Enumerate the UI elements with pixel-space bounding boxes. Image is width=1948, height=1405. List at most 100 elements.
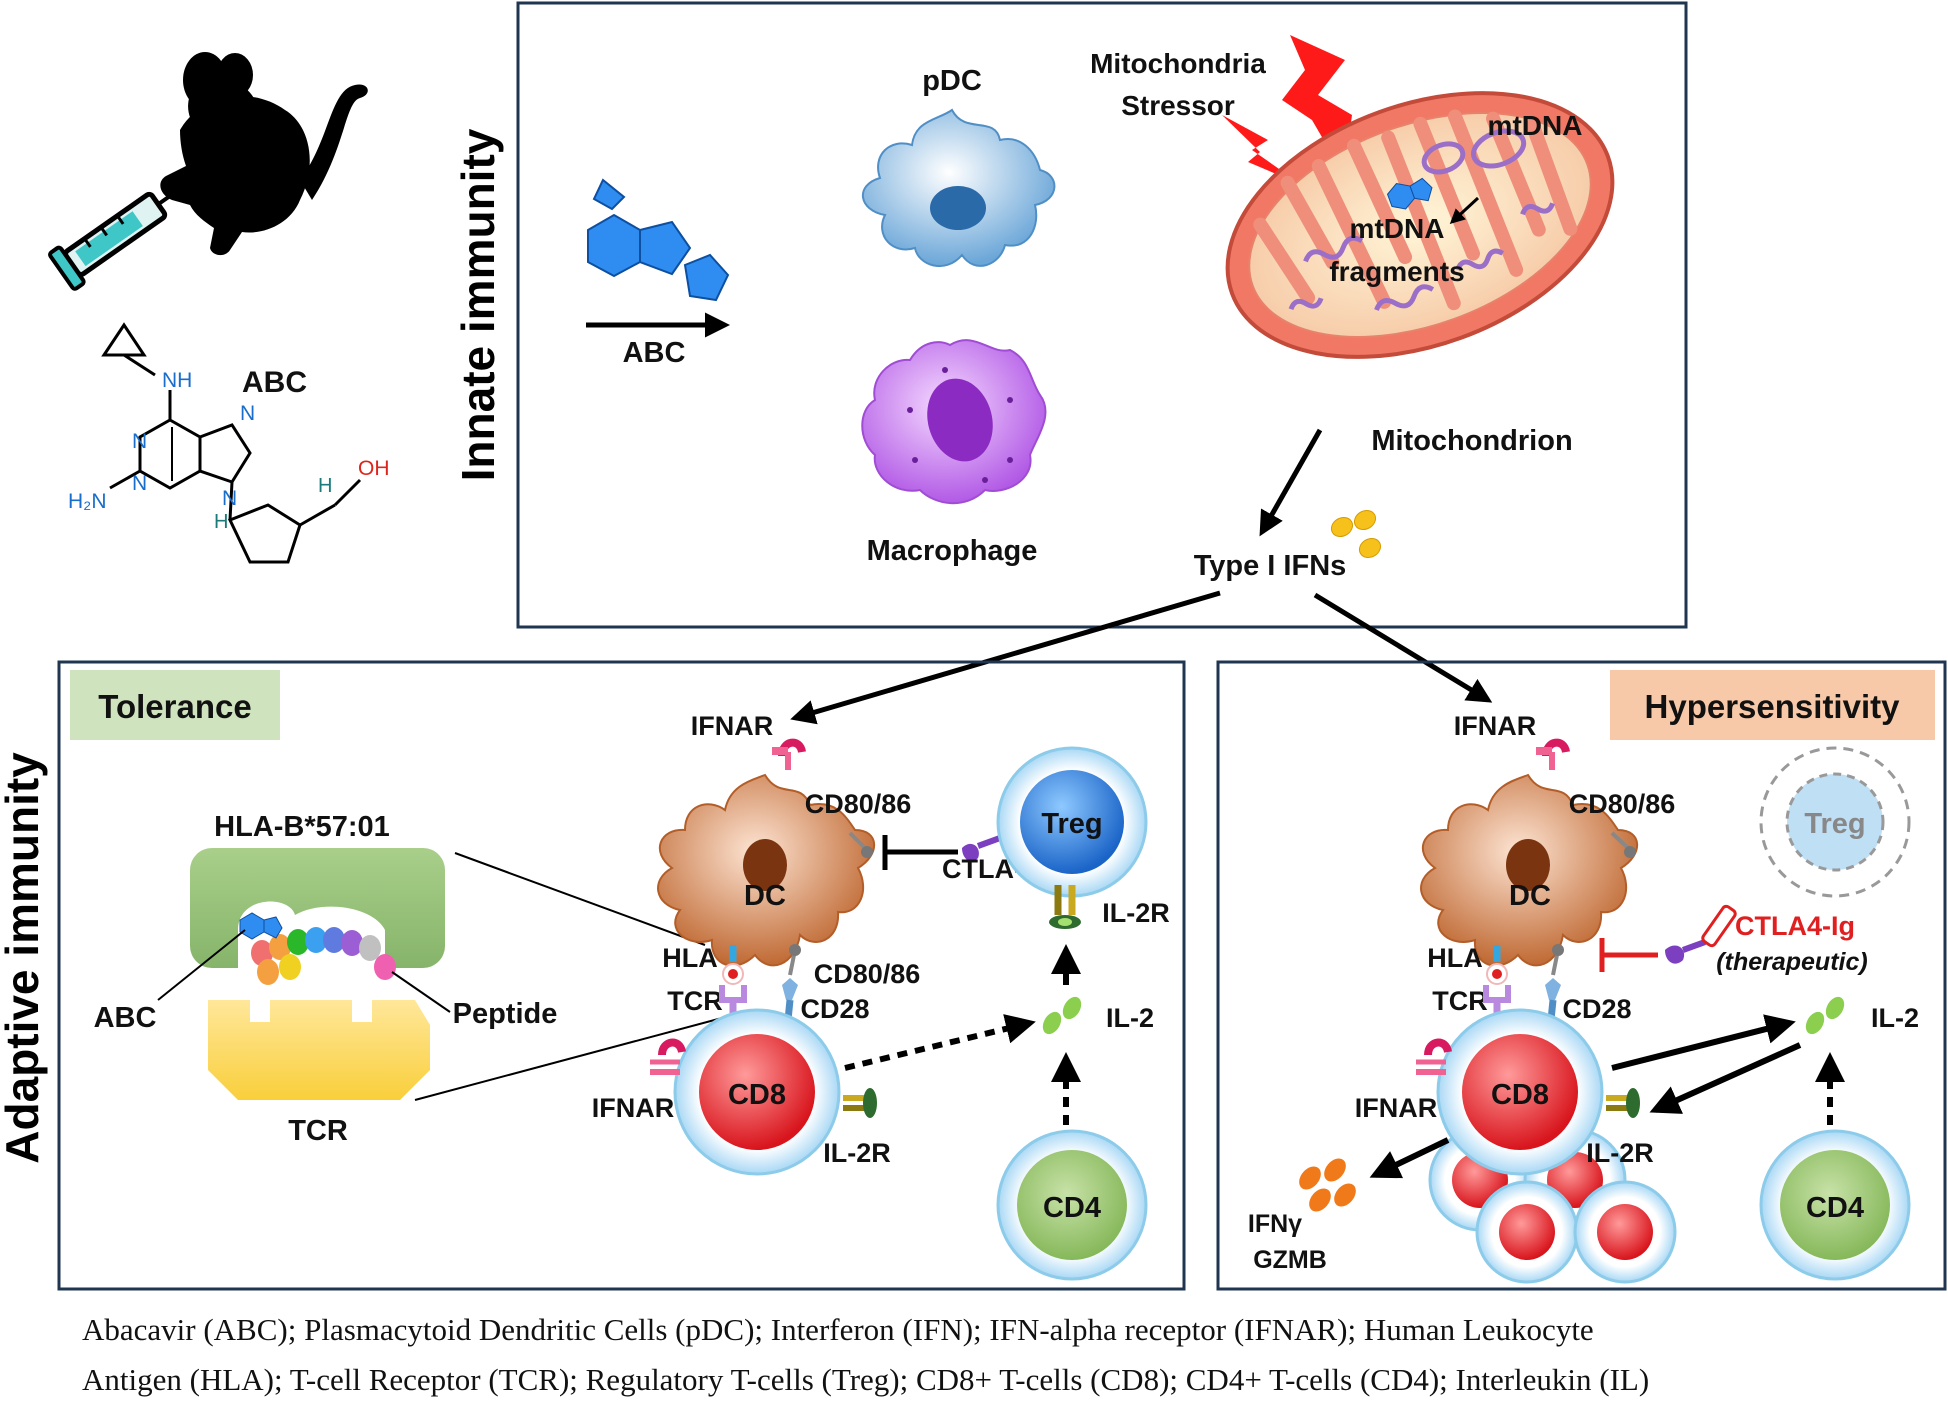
- mito-stressor-label-1: Mitochondria: [1090, 48, 1266, 79]
- tol-cd80-top-icon: [848, 831, 873, 858]
- svg-text:H: H: [214, 511, 228, 533]
- tol-inhibit-icon: [882, 835, 958, 870]
- hyper-cd80-label: CD80/86: [1569, 789, 1676, 819]
- hyper-cd80-icon: [1610, 831, 1636, 858]
- ifn-to-tolerance-arrow: [790, 590, 1221, 725]
- tcr-complex-label: TCR: [288, 1115, 348, 1147]
- ctla4ig-label: CTLA4-Ig: [1735, 911, 1855, 941]
- tol-ifnar-left-icon: [650, 1038, 686, 1075]
- tol-cd8-cell-icon: [673, 1008, 841, 1176]
- tolerance-title: Tolerance: [98, 688, 251, 725]
- hyper-il2-to-il2r-arrow: [1649, 1042, 1802, 1114]
- macrophage-label: Macrophage: [867, 535, 1038, 567]
- tol-cd80-bottom-label: CD80/86: [814, 959, 921, 989]
- svg-text:N: N: [132, 430, 147, 453]
- hyper-cd8-cell-icon: [1436, 1008, 1604, 1176]
- hyper-cd4-cell-icon: [1759, 1129, 1911, 1281]
- tol-il2r-top-label: IL-2R: [1102, 898, 1170, 928]
- tol-dc-cell-icon: [657, 773, 876, 967]
- hyper-hla-tcr-synapse-icon: [1483, 944, 1564, 1021]
- macrophage-cell-icon: [861, 339, 1047, 505]
- tol-cd8-label: CD8: [728, 1079, 786, 1111]
- tol-ctla4-icon: [962, 835, 1002, 862]
- hyper-il2r-icon: [1606, 1088, 1640, 1118]
- adaptive-immunity-label: Adaptive immunity: [0, 752, 48, 1164]
- peptide-pointer-line: [391, 971, 451, 1013]
- innate-immunity-label: Innate immunity: [452, 128, 504, 481]
- mito-stressor-label-2: Stressor: [1121, 90, 1235, 121]
- tol-cd8-to-il2-arrow: [844, 1014, 1036, 1071]
- svg-text:N: N: [240, 402, 255, 425]
- hyper-cd28-label: CD28: [1562, 994, 1631, 1024]
- hyper-dc-label: DC: [1509, 880, 1551, 912]
- hyper-cd4-label: CD4: [1806, 1192, 1864, 1224]
- tcr-zoom-line: [414, 1017, 723, 1101]
- svg-text:N: N: [132, 472, 147, 495]
- hyper-panel: [1216, 660, 1947, 1291]
- abc-molecule-icon: [587, 178, 730, 302]
- abc-arrow-label: ABC: [623, 337, 686, 369]
- hla-zoom-line: [454, 852, 706, 946]
- hyper-cd8-label: CD8: [1491, 1079, 1549, 1111]
- hyper-ifnar-receptor-icon: [1536, 738, 1570, 770]
- hyper-tcr-label: TCR: [1432, 986, 1488, 1016]
- abc-pointer-line: [157, 929, 246, 1001]
- hyper-hla-label: HLA: [1427, 943, 1483, 973]
- pdc-label: pDC: [922, 65, 982, 97]
- hyper-title: Hypersensitivity: [1645, 688, 1901, 725]
- svg-text:N: N: [222, 487, 237, 510]
- tol-treg-label: Treg: [1041, 808, 1102, 840]
- svg-text:H₂N: H₂N: [68, 490, 106, 513]
- tol-dc-label: DC: [744, 880, 786, 912]
- tcr-molecule-icon: [208, 1000, 430, 1100]
- svg-text:H: H: [318, 475, 332, 497]
- ctla4ig-drug-icon: [1665, 904, 1737, 964]
- ctla4ig-therapeutic-label: (therapeutic): [1716, 948, 1867, 976]
- mtdna-fragments-label-1: mtDNA: [1350, 213, 1445, 244]
- pdc-cell-icon: [861, 108, 1056, 267]
- abc-pointer-label: ABC: [94, 1002, 157, 1034]
- tol-il2-icon: [1042, 996, 1082, 1035]
- tolerance-panel: [57, 660, 1186, 1291]
- hyper-dc-cell-icon: [1420, 773, 1639, 967]
- hyper-il2-icon: [1805, 996, 1845, 1035]
- tol-cd4-label: CD4: [1043, 1192, 1101, 1224]
- hyper-title-bg: [1610, 670, 1935, 740]
- mtdna-label: mtDNA: [1488, 110, 1583, 141]
- hyper-treg-faded-icon: [1759, 746, 1911, 898]
- hyper-cd8-to-ifng-arrow: [1369, 1137, 1450, 1179]
- tol-hla-label: HLA: [662, 943, 718, 973]
- mtdna-arrow: [1449, 196, 1480, 225]
- ifn-molecules-icon: [1330, 509, 1382, 559]
- tol-tcr-label: TCR: [667, 986, 723, 1016]
- peptide-label: Peptide: [453, 998, 558, 1030]
- ifng-gzmb-molecules-icon: [1299, 1158, 1356, 1212]
- tolerance-title-bg: [70, 670, 280, 740]
- mito-to-ifn-arrow: [1259, 428, 1323, 537]
- tol-cd28-label: CD28: [800, 994, 869, 1024]
- mitochondrion-icon: [1225, 91, 1615, 359]
- footnote-line-1: Abacavir (ABC); Plasmacytoid Dendritic C…: [82, 1312, 1594, 1347]
- hyper-cd8-to-il2-arrow: [1611, 1014, 1796, 1071]
- tol-il2-label: IL-2: [1106, 1003, 1154, 1033]
- tol-ifnar-left-label: IFNAR: [592, 1093, 675, 1123]
- tol-il2r-top-icon: [1049, 885, 1081, 929]
- hyper-il2r-label: IL-2R: [1586, 1138, 1654, 1168]
- ifng-label: IFNγ: [1248, 1210, 1302, 1238]
- hyper-ifnar-left-icon: [1416, 1038, 1452, 1075]
- mitochondrion-label: Mitochondrion: [1371, 425, 1572, 457]
- abc-drug-label: ABC: [242, 366, 307, 399]
- tol-il2r-bottom-icon: [843, 1088, 877, 1118]
- mtdna-fragments-label-2: fragments: [1329, 256, 1464, 287]
- svg-text:NH: NH: [162, 369, 192, 392]
- type1-ifns-label: Type I IFNs: [1194, 550, 1347, 582]
- svg-text:OH: OH: [358, 457, 390, 480]
- gzmb-label: GZMB: [1253, 1246, 1327, 1274]
- hyper-cd8-clones-icon: [1428, 1128, 1677, 1284]
- tol-cd4-cell-icon: [996, 1129, 1148, 1281]
- ifn-to-hyper-arrow: [1313, 592, 1493, 703]
- tol-cd80-top-label: CD80/86: [805, 789, 912, 819]
- hyper-treg-label: Treg: [1804, 808, 1865, 840]
- abbreviation-footnote: Abacavir (ABC); Plasmacytoid Dendritic C…: [82, 1305, 1922, 1405]
